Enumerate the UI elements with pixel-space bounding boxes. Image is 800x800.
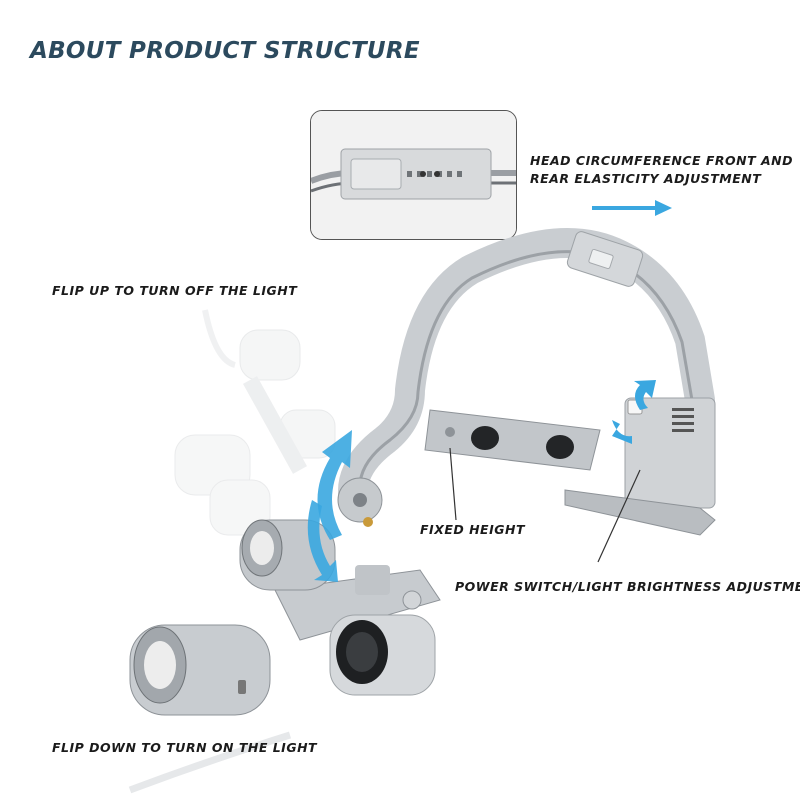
lower-loupe-barrel xyxy=(129,624,271,716)
flip-up-label: FLIP UP TO TURN OFF THE LIGHT xyxy=(52,283,298,298)
knob-rotate-arrow-bottom xyxy=(612,420,632,444)
knob-rotate-arrow-top xyxy=(634,380,656,410)
fixed-height-pointer xyxy=(449,447,457,521)
power-switch-label: POWER SWITCH/LIGHT BRIGHTNESS ADJUSTMENT xyxy=(455,579,800,594)
head-adjustment-label: HEAD CIRCUMFERENCE FRONT AND REAR ELASTI… xyxy=(530,152,793,188)
flipped-up-loupe-ghost xyxy=(174,309,336,536)
flip-down-label: FLIP DOWN TO TURN ON THE LIGHT xyxy=(52,740,318,755)
head-adjustment-label-line1: HEAD CIRCUMFERENCE FRONT AND xyxy=(530,153,794,168)
fixed-height-label: FIXED HEIGHT xyxy=(420,522,525,537)
page-title: ABOUT PRODUCT STRUCTURE xyxy=(30,38,420,64)
head-adjustment-label-line2: REAR ELASTICITY ADJUSTMENT xyxy=(530,171,762,186)
flip-arrow-up xyxy=(317,430,352,540)
second-loupe-eyepiece xyxy=(329,614,436,696)
adjustment-detail-inset xyxy=(310,110,517,240)
flip-arrow-down xyxy=(307,500,338,582)
power-switch-pointer xyxy=(597,469,641,563)
adjustment-slider-illustration xyxy=(311,111,516,239)
upper-loupe-barrel xyxy=(239,519,336,591)
